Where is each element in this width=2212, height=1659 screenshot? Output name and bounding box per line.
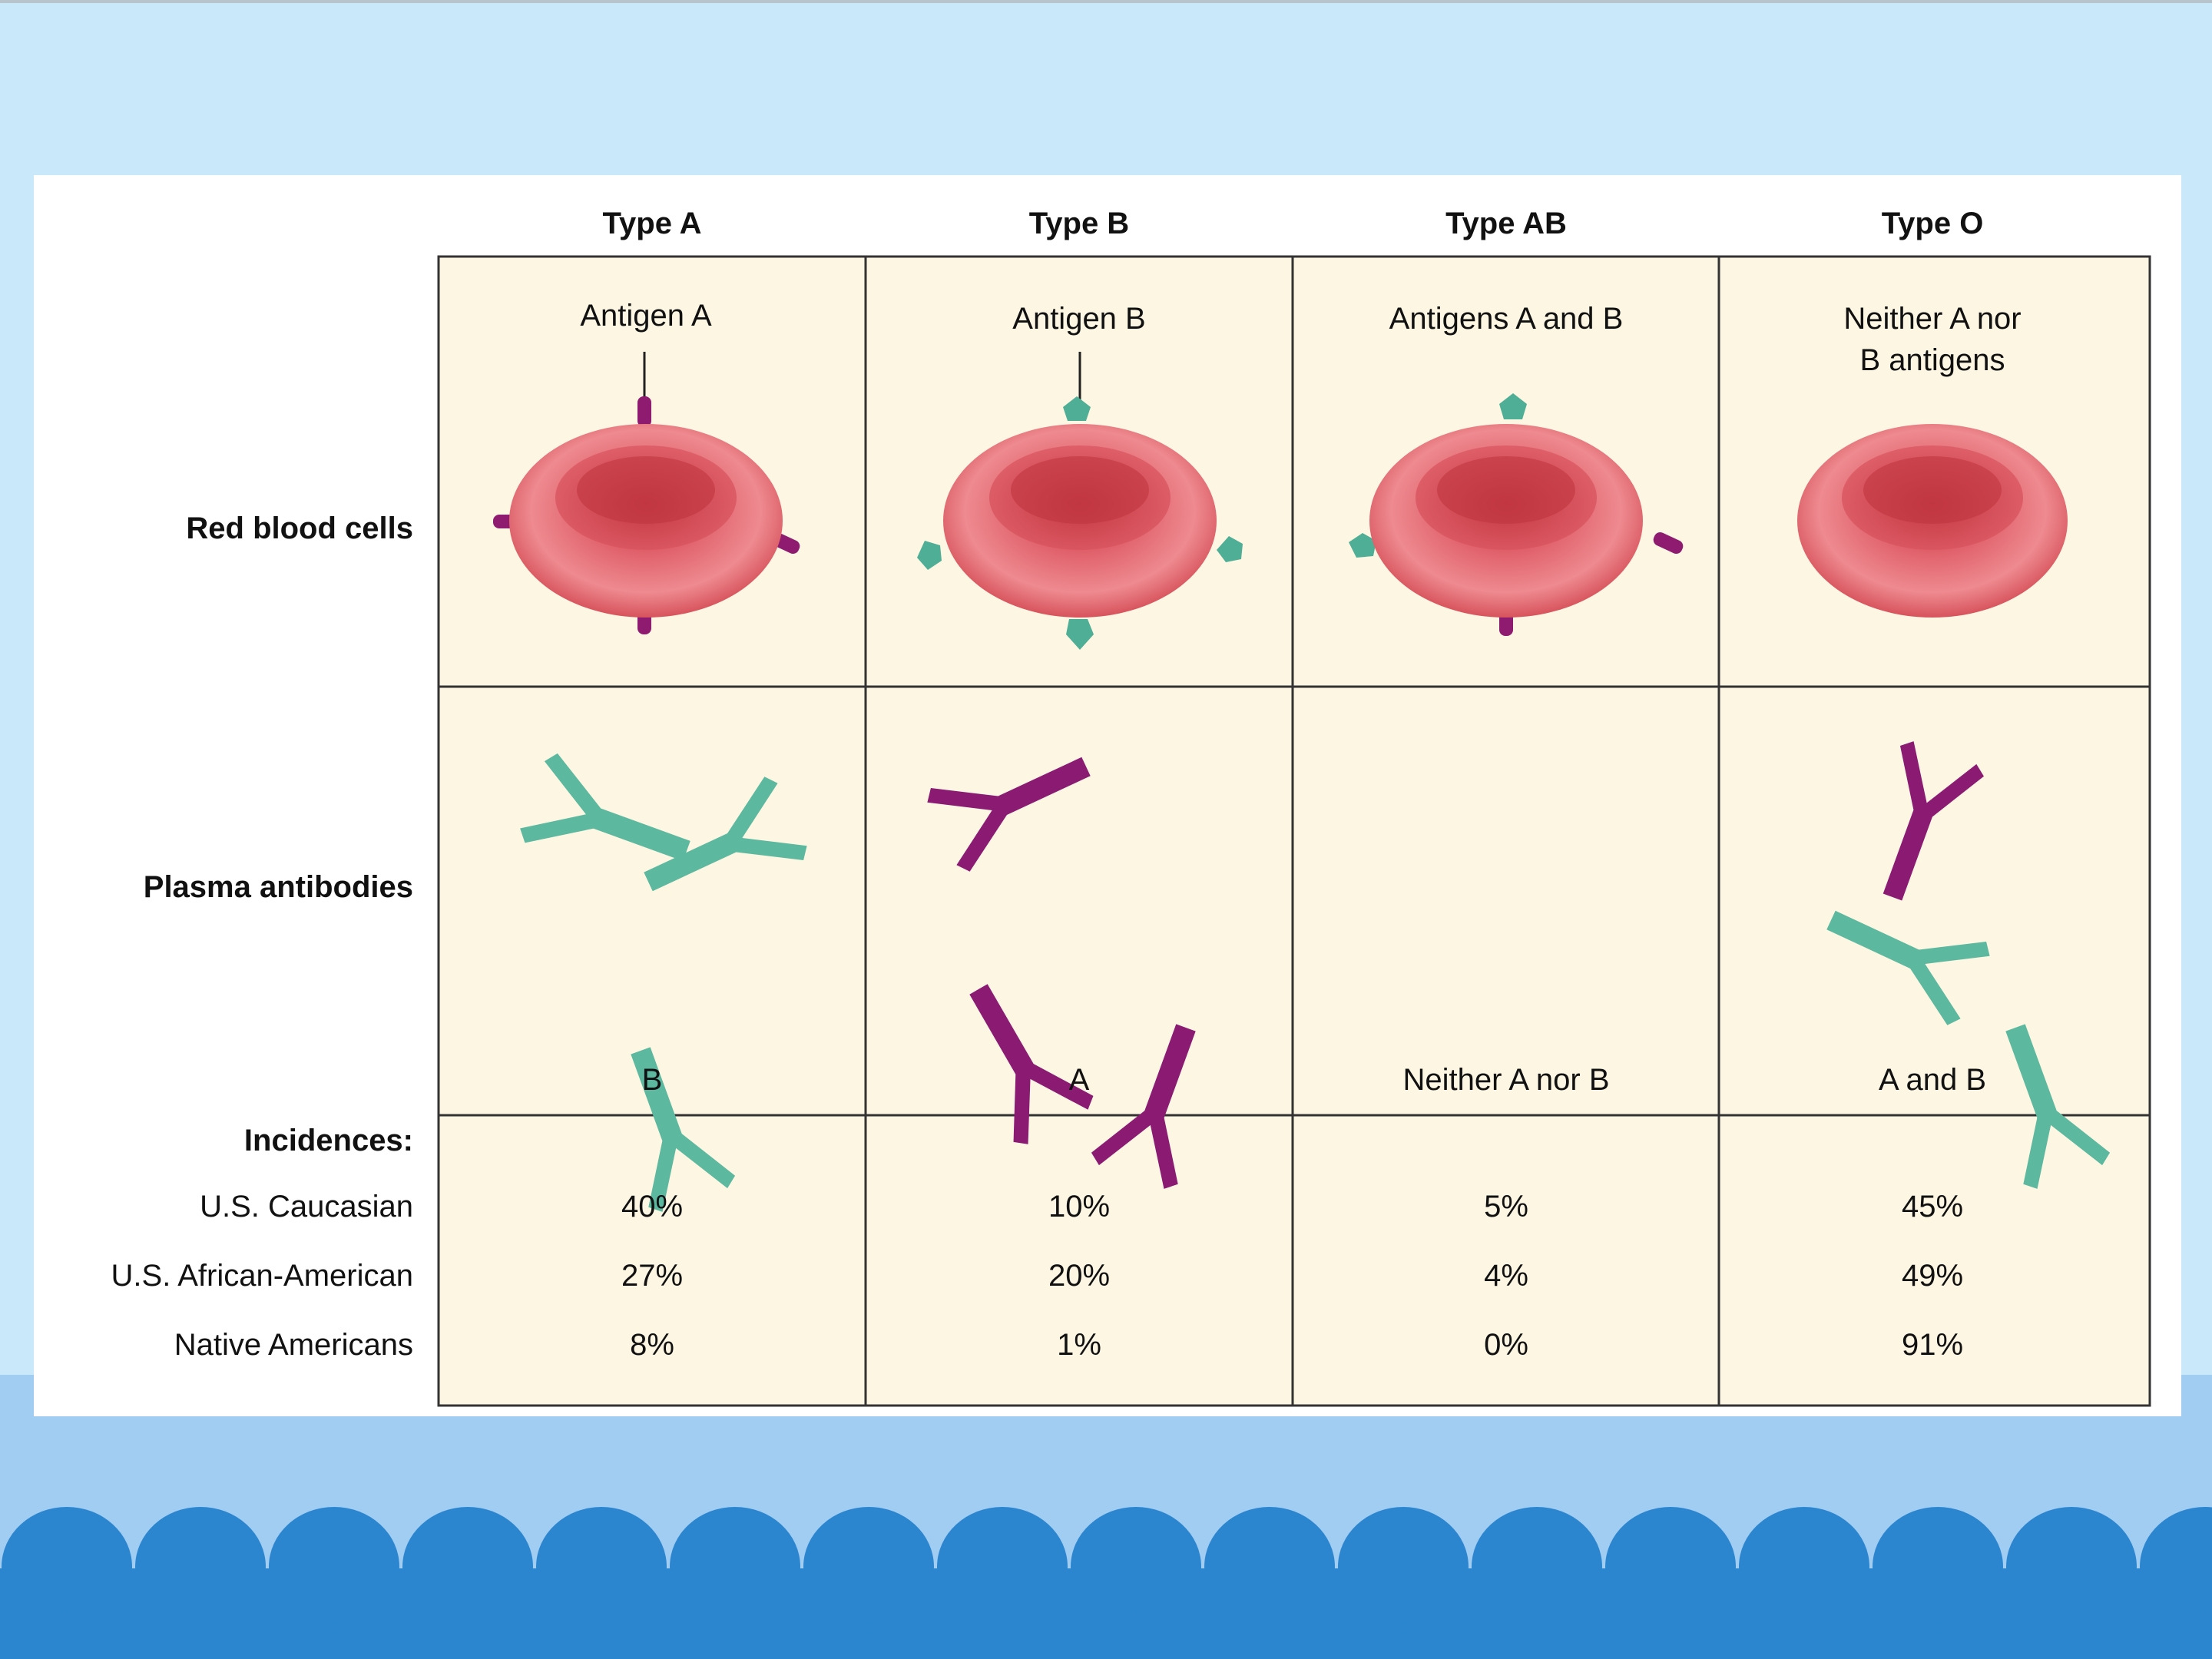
scallop-tile <box>2073 1568 2204 1659</box>
window-top-edge <box>0 0 2212 3</box>
antibody-label-type-b: A <box>1069 1063 1090 1097</box>
incidence-type-ab-african-american: 4% <box>1484 1259 1528 1293</box>
scallop-tile <box>603 1568 733 1659</box>
scallop-tile <box>469 1568 600 1659</box>
row-label-native-americans: Native Americans <box>174 1328 413 1362</box>
rbc-type-b <box>917 396 1243 650</box>
row-label-us-caucasian: U.S. Caucasian <box>200 1190 413 1224</box>
incidence-type-a-native-american: 8% <box>630 1328 674 1362</box>
scallop-tile <box>68 1568 199 1659</box>
antibody-label-type-o: A and B <box>1879 1063 1986 1097</box>
scallop-tile <box>1672 1568 1803 1659</box>
column-header-type-a: Type A <box>603 207 702 240</box>
antigen-label-o-line1: Neither A nor <box>1843 302 2021 336</box>
scallop-tile <box>0 1568 65 1659</box>
scallop-tile <box>202 1568 333 1659</box>
column-header-type-ab: Type AB <box>1445 207 1567 240</box>
scallop-tile <box>1806 1568 1936 1659</box>
antibody-label-type-ab: Neither A nor B <box>1402 1063 1609 1097</box>
rbc-type-o <box>1797 424 2068 618</box>
scallop-decoration <box>0 1507 2212 1659</box>
scallop-tile <box>1538 1568 1669 1659</box>
antigen-label-a: Antigen A <box>580 299 712 333</box>
antigen-label-ab: Antigens A and B <box>1389 302 1624 336</box>
scallop-tile <box>737 1568 867 1659</box>
blood-type-figure: Type A Type B Type AB Type O Red blood c… <box>111 207 2151 1407</box>
row-label-rbc: Red blood cells <box>186 512 413 545</box>
incidence-type-o-caucasian: 45% <box>1902 1190 1963 1224</box>
row-label-us-african-american: U.S. African-American <box>111 1259 413 1293</box>
column-header-type-o: Type O <box>1882 207 1984 240</box>
incidence-type-a-caucasian: 40% <box>621 1190 683 1224</box>
rbc-type-a <box>493 396 800 634</box>
slide-panel: Type A Type B Type AB Type O Red blood c… <box>34 175 2181 1416</box>
scallop-tile <box>1939 1568 2070 1659</box>
column-header-type-b: Type B <box>1029 207 1129 240</box>
row-label-incidences: Incidences: <box>244 1124 413 1157</box>
incidence-type-ab-caucasian: 5% <box>1484 1190 1528 1224</box>
scallop-tile <box>1271 1568 1402 1659</box>
incidence-type-b-african-american: 20% <box>1048 1259 1110 1293</box>
scallop-tile <box>2207 1604 2212 1652</box>
incidence-type-o-native-american: 91% <box>1902 1328 1963 1362</box>
antigen-label-o-line2: B antigens <box>1859 343 2005 377</box>
antigen-label-b: Antigen B <box>1012 302 1145 336</box>
scallop-tile <box>1137 1568 1268 1659</box>
incidence-type-ab-native-american: 0% <box>1484 1328 1528 1362</box>
scallop-tile <box>870 1568 1001 1659</box>
scallop-tile <box>1004 1568 1134 1659</box>
rbc-type-ab <box>1349 393 1684 636</box>
incidence-type-b-caucasian: 10% <box>1048 1190 1110 1224</box>
scallop-tile <box>1405 1568 1535 1659</box>
antibody-label-type-a: B <box>642 1063 663 1097</box>
incidence-type-b-native-american: 1% <box>1057 1328 1101 1362</box>
scallop-tile <box>336 1568 466 1659</box>
incidence-type-o-african-american: 49% <box>1902 1259 1963 1293</box>
row-label-antibodies: Plasma antibodies <box>144 870 413 904</box>
incidence-type-a-african-american: 27% <box>621 1259 683 1293</box>
